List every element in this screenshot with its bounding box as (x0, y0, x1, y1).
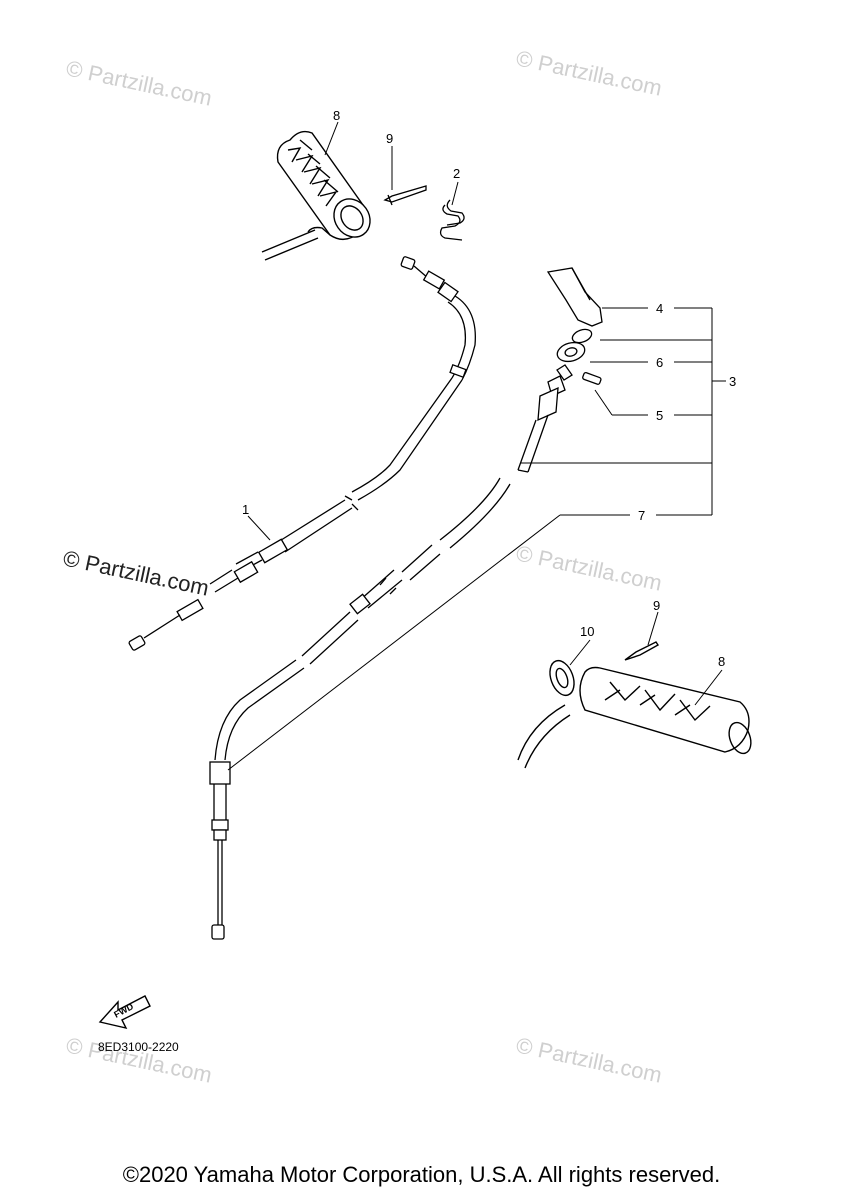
clip-part (439, 199, 465, 241)
leader-lines (227, 121, 726, 771)
callout-7: 7 (638, 508, 645, 523)
washer-part (556, 328, 593, 363)
callout-3: 3 (729, 374, 736, 389)
watermark-bottom-right: © Partzilla.com (514, 1032, 664, 1087)
cable-7 (209, 364, 573, 940)
callout-4: 4 (656, 301, 663, 316)
watermark-top-right: © Partzilla.com (514, 45, 664, 100)
screw-top (383, 185, 427, 206)
watermark-middle-right: © Partzilla.com (514, 540, 664, 595)
copyright-notice: ©2020 Yamaha Motor Corporation, U.S.A. A… (122, 1162, 721, 1187)
pin-part (582, 372, 602, 385)
callout-9-top: 9 (386, 131, 393, 146)
watermark-group: © Partzilla.com © Partzilla.com © Partzi… (61, 45, 664, 1087)
callout-6: 6 (656, 355, 663, 370)
callout-2: 2 (453, 166, 460, 181)
throttle-lever-part (546, 267, 603, 327)
callout-8-bottom: 8 (718, 654, 725, 669)
callout-5: 5 (656, 408, 663, 423)
callout-1: 1 (242, 502, 249, 517)
cable-1 (128, 256, 476, 651)
diagram-code: 8ED3100-2220 (98, 1040, 179, 1054)
callout-8-top: 8 (333, 108, 340, 123)
watermark-dark-left: © Partzilla.com (61, 545, 211, 600)
watermark-top-left: © Partzilla.com (64, 55, 214, 110)
grip-bottom-right (517, 641, 752, 769)
callout-9-bottom: 9 (653, 598, 660, 613)
callout-10: 10 (580, 624, 594, 639)
fwd-arrow-icon: FWD (98, 995, 151, 1030)
callout-labels: 8 9 2 4 6 3 5 7 1 9 10 8 (242, 108, 736, 669)
grip-top-left (261, 130, 371, 261)
